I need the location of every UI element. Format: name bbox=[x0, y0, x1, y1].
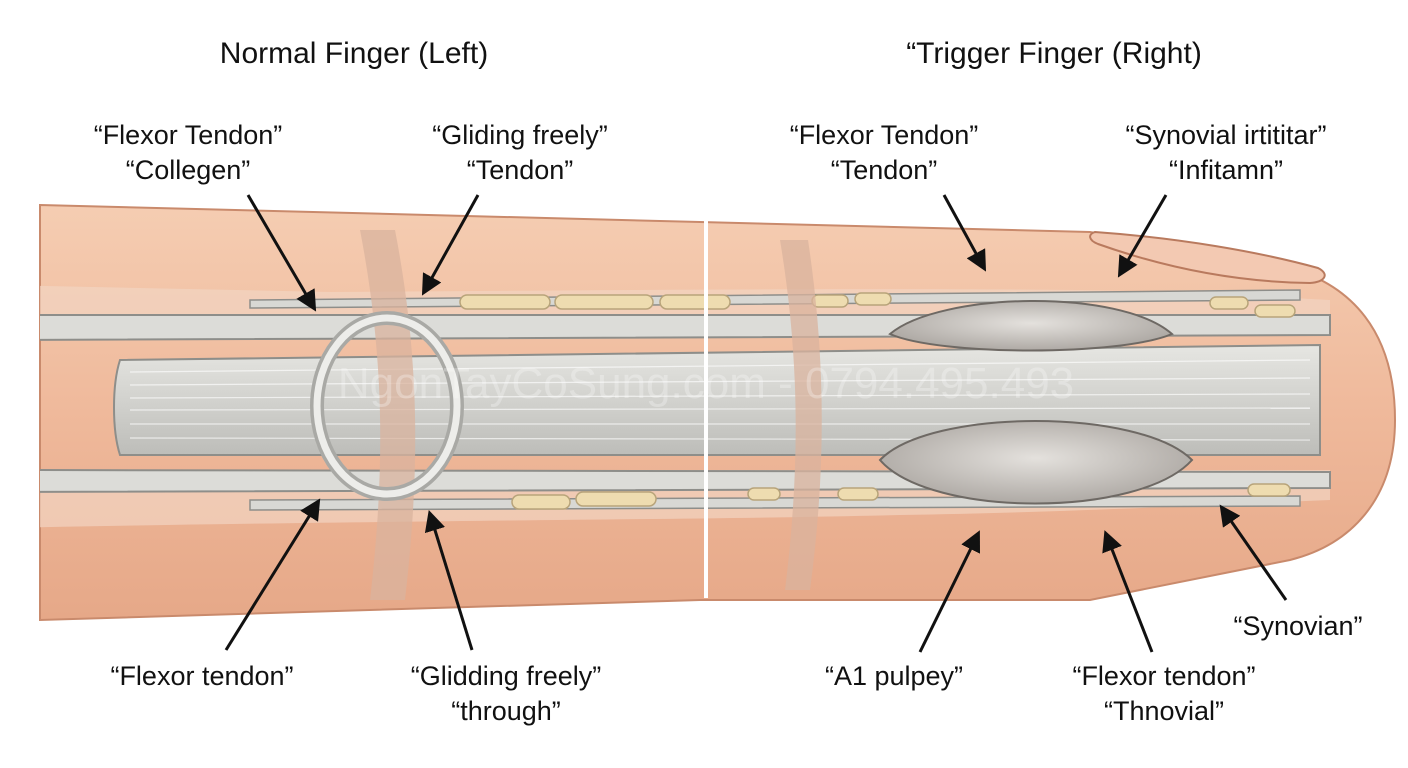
left-panel-title: Normal Finger (Left) bbox=[220, 37, 488, 70]
fat-pads-upper bbox=[459, 292, 1296, 318]
arrow-right-a1 bbox=[918, 530, 981, 653]
label-right-a1-pulpey: “A1 pulpey” bbox=[825, 661, 963, 691]
finger-illustration bbox=[39, 203, 1397, 622]
label-right-synovian: “Synovian” bbox=[1233, 611, 1362, 641]
label-right-synovial-irtititar: “Synovial irtititar” bbox=[1125, 120, 1326, 150]
arrow-right-flexor-top bbox=[942, 194, 987, 272]
label-right-thnovial: “Thnovial” bbox=[1104, 696, 1224, 726]
arrow-left-gliding-top bbox=[421, 194, 480, 296]
fingernail bbox=[1089, 230, 1326, 285]
label-left-collegen: “Collegen” bbox=[126, 155, 251, 185]
label-left-flexor-tendon: “Flexor Tendon” bbox=[94, 120, 283, 150]
tendon-nodule-upper bbox=[888, 300, 1174, 352]
label-right-flexor-tendon-lower: “Flexor tendon” bbox=[1072, 661, 1255, 691]
label-right-flexor-tendon: “Flexor Tendon” bbox=[790, 120, 979, 150]
arrow-left-gliding-bottom bbox=[424, 509, 474, 651]
arrow-right-synovian bbox=[1219, 504, 1288, 601]
label-left-gliding-freely: “Gliding freely” bbox=[432, 120, 608, 150]
label-left-glidding-freely: “Glidding freely” bbox=[411, 661, 602, 691]
arrow-right-flexor-bottom bbox=[1102, 530, 1154, 653]
tendon-nodule-lower bbox=[878, 420, 1194, 505]
label-right-tendon: “Tendon” bbox=[831, 155, 938, 185]
label-left-tendon: “Tendon” bbox=[467, 155, 574, 185]
label-left-through: “through” bbox=[451, 696, 561, 726]
label-left-flexor-tendon-lower: “Flexor tendon” bbox=[110, 661, 293, 691]
right-panel-title: “Trigger Finger (Right) bbox=[906, 37, 1202, 70]
arrow-left-flexor-top bbox=[246, 194, 317, 312]
arrow-right-synovial-top bbox=[1117, 194, 1168, 278]
arrow-left-flexor-bottom bbox=[224, 498, 321, 651]
watermark-text: NgonTayCoSung.com - 0794.495.493 bbox=[338, 359, 1074, 408]
fat-pads-lower bbox=[511, 483, 1291, 510]
callout-arrows bbox=[224, 194, 1288, 653]
label-right-infitamn: “Infitamn” bbox=[1169, 155, 1283, 185]
a1-pulley-ring-normal-highlight bbox=[313, 314, 461, 498]
